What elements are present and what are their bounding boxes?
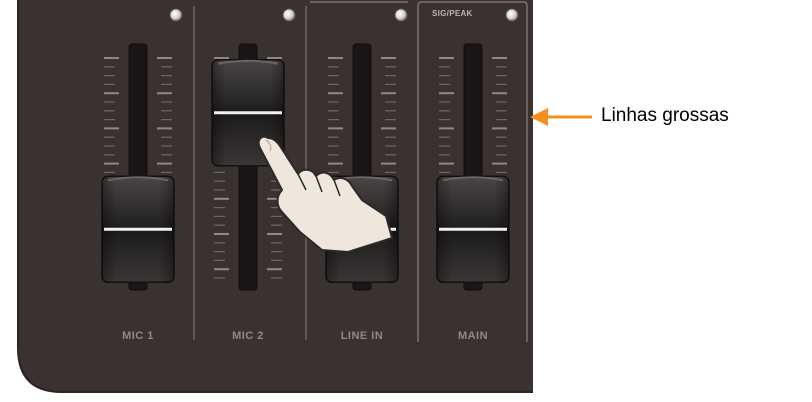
- led-indicator-icon: [394, 8, 408, 22]
- main-strip-border: [417, 1, 528, 342]
- led-indicator-icon: [169, 8, 183, 22]
- pointing-hand-icon: [257, 135, 393, 253]
- sig-peak-label: SIG/PEAK: [432, 9, 473, 18]
- fader-cap-highlight: [107, 176, 169, 182]
- panel-edge: [17, 0, 533, 393]
- channel-strip: [101, 8, 183, 291]
- fader-cap-highlight: [442, 176, 504, 182]
- led-indicator-icon: [505, 8, 519, 22]
- channel-label: MIC 1: [122, 330, 154, 342]
- channel-strip: [436, 8, 519, 291]
- arrow-left-icon: [530, 108, 592, 126]
- channel-label: MIC 2: [232, 330, 264, 342]
- channel-label: LINE IN: [340, 330, 384, 342]
- led-indicator-icon: [282, 8, 296, 22]
- fader-cap-highlight: [217, 59, 279, 65]
- channel-label: MAIN: [457, 330, 489, 342]
- callout-text: Linhas grossas: [601, 105, 729, 126]
